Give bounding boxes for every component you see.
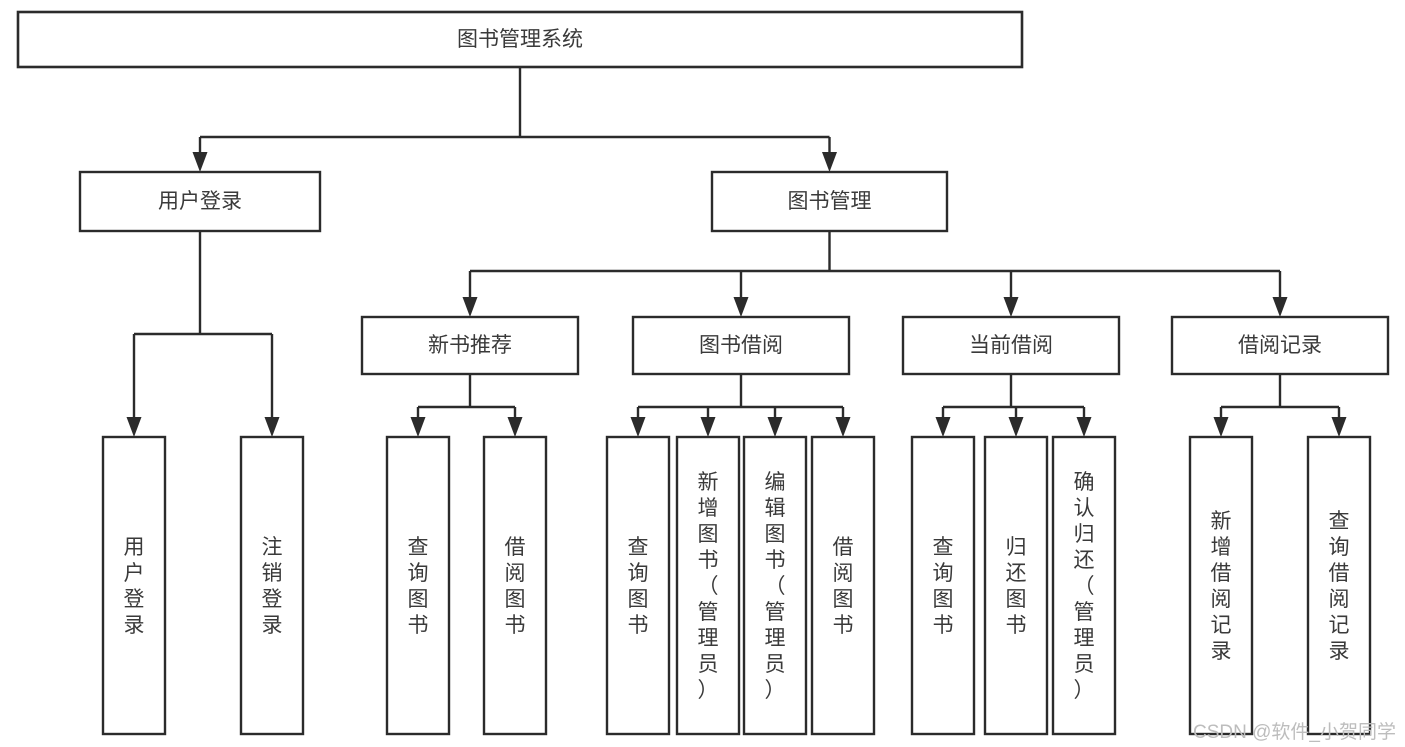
node-box-leaf-add-record[interactable] (1188, 435, 1254, 736)
node-book-manage[interactable]: 图书管理 (710, 170, 949, 233)
node-label-leaf-borrow-book-1: 借阅图书 (505, 536, 526, 637)
arrow-head-icon (822, 152, 837, 172)
node-box-book-manage[interactable] (710, 170, 949, 233)
arrow-head-icon (507, 417, 523, 437)
node-box-leaf-query-book-1[interactable] (385, 435, 451, 736)
node-leaf-query-book-2[interactable]: 查询图书 (605, 435, 671, 736)
node-box-leaf-query-book-2[interactable] (605, 435, 671, 736)
node-borrow-record[interactable]: 借阅记录 (1170, 315, 1390, 376)
node-leaf-add-record[interactable]: 新增借阅记录 (1188, 435, 1254, 736)
connector-layer (126, 67, 1347, 437)
node-box-leaf-return-book[interactable] (983, 435, 1049, 736)
node-label-leaf-query-book-2: 查询图书 (628, 536, 649, 637)
node-box-leaf-confirm-return[interactable] (1051, 435, 1117, 736)
arrow-head-icon (1272, 297, 1288, 317)
node-leaf-user-login[interactable]: 用户登录 (101, 435, 167, 736)
node-label-leaf-borrow-book-2: 借阅图书 (833, 536, 854, 637)
node-label-current-borrow: 当前借阅 (969, 334, 1053, 357)
node-box-leaf-logout[interactable] (239, 435, 305, 736)
arrow-head-icon (192, 152, 208, 172)
node-leaf-borrow-book-2[interactable]: 借阅图书 (810, 435, 876, 736)
node-box-leaf-query-record[interactable] (1306, 435, 1372, 736)
node-box-leaf-add-book[interactable] (675, 435, 741, 736)
node-current-borrow[interactable]: 当前借阅 (901, 315, 1121, 376)
arrow-head-icon (1076, 417, 1092, 437)
node-box-leaf-borrow-book-2[interactable] (810, 435, 876, 736)
node-user-login[interactable]: 用户登录 (78, 170, 322, 233)
node-box-user-login[interactable] (78, 170, 322, 233)
arrow-head-icon (264, 417, 280, 437)
node-label-leaf-add-book: 新增图书（管理员） (698, 471, 719, 702)
arrow-head-icon (733, 297, 749, 317)
node-label-leaf-return-book: 归还图书 (1006, 536, 1027, 637)
node-root[interactable]: 图书管理系统 (16, 10, 1024, 69)
node-label-leaf-add-record: 新增借阅记录 (1211, 510, 1232, 663)
arrow-head-icon (1003, 297, 1019, 317)
node-box-borrow-record[interactable] (1170, 315, 1390, 376)
node-leaf-return-book[interactable]: 归还图书 (983, 435, 1049, 736)
node-label-leaf-query-record: 查询借阅记录 (1329, 510, 1350, 663)
node-label-leaf-confirm-return: 确认归还（管理员） (1074, 471, 1095, 702)
node-box-current-borrow[interactable] (901, 315, 1121, 376)
arrow-head-icon (767, 417, 783, 437)
node-label-leaf-query-book-1: 查询图书 (408, 536, 429, 637)
node-box-leaf-borrow-book-1[interactable] (482, 435, 548, 736)
node-box-leaf-query-book-3[interactable] (910, 435, 976, 736)
node-leaf-add-book[interactable]: 新增图书（管理员） (675, 435, 741, 736)
arrow-head-icon (1331, 417, 1347, 437)
node-leaf-query-record[interactable]: 查询借阅记录 (1306, 435, 1372, 736)
arrow-head-icon (835, 417, 851, 437)
node-leaf-edit-book[interactable]: 编辑图书（管理员） (742, 435, 808, 736)
node-leaf-logout[interactable]: 注销登录 (239, 435, 305, 736)
node-label-book-manage: 图书管理 (788, 190, 872, 213)
node-label-new-book-recommend: 新书推荐 (428, 334, 512, 357)
node-label-borrow-record: 借阅记录 (1238, 334, 1322, 357)
node-label-root: 图书管理系统 (457, 28, 583, 51)
node-label-book-borrow: 图书借阅 (699, 334, 783, 357)
node-box-root[interactable] (16, 10, 1024, 69)
node-leaf-confirm-return[interactable]: 确认归还（管理员） (1051, 435, 1117, 736)
csdn-watermark: CSDN @软件_小贺同学 (1193, 721, 1396, 743)
arrow-head-icon (935, 417, 951, 437)
node-box-leaf-user-login[interactable] (101, 435, 167, 736)
arrow-head-icon (126, 417, 142, 437)
node-box-book-borrow[interactable] (631, 315, 851, 376)
node-label-leaf-logout: 注销登录 (262, 536, 283, 637)
node-label-leaf-query-book-3: 查询图书 (933, 536, 954, 637)
node-box-new-book-recommend[interactable] (360, 315, 580, 376)
arrow-head-icon (410, 417, 426, 437)
node-leaf-borrow-book-1[interactable]: 借阅图书 (482, 435, 548, 736)
arrow-head-icon (1008, 417, 1024, 437)
node-label-leaf-edit-book: 编辑图书（管理员） (765, 471, 786, 702)
node-layer: 图书管理系统用户登录图书管理新书推荐图书借阅当前借阅借阅记录用户登录注销登录查询… (16, 10, 1390, 736)
node-label-user-login: 用户登录 (158, 190, 242, 213)
arrow-head-icon (462, 297, 478, 317)
node-book-borrow[interactable]: 图书借阅 (631, 315, 851, 376)
node-box-leaf-edit-book[interactable] (742, 435, 808, 736)
arrow-head-icon (630, 417, 646, 437)
arrow-head-icon (700, 417, 716, 437)
arrow-head-icon (1213, 417, 1229, 437)
node-leaf-query-book-1[interactable]: 查询图书 (385, 435, 451, 736)
node-leaf-query-book-3[interactable]: 查询图书 (910, 435, 976, 736)
node-label-leaf-user-login: 用户登录 (124, 536, 145, 637)
node-new-book-recommend[interactable]: 新书推荐 (360, 315, 580, 376)
